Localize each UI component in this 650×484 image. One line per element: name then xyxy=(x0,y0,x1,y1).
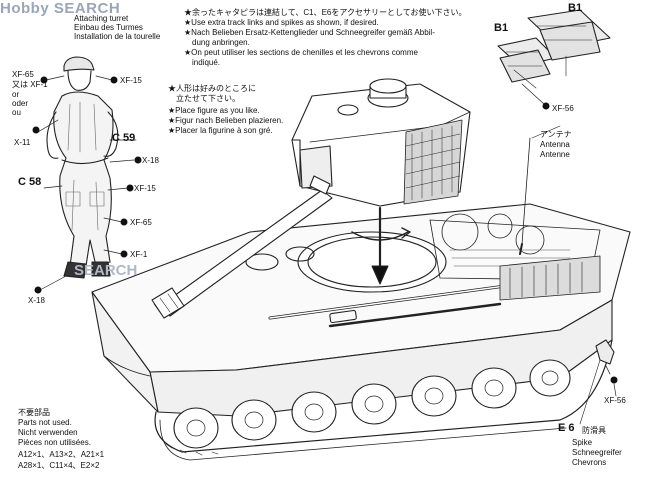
star-icon: ★ xyxy=(168,106,176,115)
b1-track-links xyxy=(497,9,611,105)
star-icon: ★ xyxy=(168,84,176,93)
part-e6: E 6 xyxy=(558,422,575,434)
antenna xyxy=(521,137,531,245)
unused-parts-line-1: A12×1、A13×2、A21×1 xyxy=(18,450,105,459)
antenna-label-jp: アンテナ xyxy=(540,130,572,139)
star-icon: ★ xyxy=(184,18,192,27)
antenna-label-en: Antenna xyxy=(540,140,570,149)
spike-label-en: Spike xyxy=(572,438,593,447)
turret-assembly xyxy=(291,78,471,207)
star-icon: ★ xyxy=(184,28,192,37)
paint-xf65-b: XF-65 xyxy=(130,218,152,227)
paint-xf65-top: XF-65 xyxy=(12,70,34,79)
unused-title-de: Nicht verwenden xyxy=(18,428,78,437)
unused-parts-line-2: A28×1、C11×4、E2×2 xyxy=(18,461,100,470)
turret-caption-en: Attaching turret xyxy=(74,14,129,23)
paint-xf1-top: 又は XF-1 xyxy=(12,80,48,89)
paint-xf56-b: XF-56 xyxy=(604,396,626,405)
star-icon: ★ xyxy=(168,116,176,125)
turret-caption-de: Einbau des Turmes xyxy=(74,23,143,32)
unused-title-en: Parts not used. xyxy=(18,418,72,427)
paint-or: or xyxy=(12,90,20,99)
paint-xf1-b: XF-1 xyxy=(130,250,148,259)
soldier-figure xyxy=(46,56,119,279)
paint-x18-b: X-18 xyxy=(28,296,45,305)
paint-x18-a: X-18 xyxy=(142,156,159,165)
star-icon: ★ xyxy=(168,126,176,135)
part-b1-b: B1 xyxy=(494,22,509,34)
paint-xf15-top: XF-15 xyxy=(120,76,142,85)
tracks-and-wheels xyxy=(154,339,613,461)
spike-label-de: Schneegreifer xyxy=(572,448,622,457)
paint-x11: X-11 xyxy=(14,138,31,147)
paint-xf15-b: XF-15 xyxy=(134,184,156,193)
part-b1-a: B1 xyxy=(568,2,583,14)
star-icon: ★ xyxy=(184,48,192,57)
part-c59: C 59 xyxy=(112,132,136,144)
antenna-label-de: Antenne xyxy=(540,150,570,159)
spike-label-fr: Chevrons xyxy=(572,458,607,467)
watermark-mid: SEARCH xyxy=(74,262,138,279)
spike-part xyxy=(595,339,615,375)
paint-ou: ou xyxy=(12,108,21,117)
paint-xf56-a: XF-56 xyxy=(552,104,574,113)
star-icon: ★ xyxy=(184,8,192,17)
spike-label-jp: 防滑具 xyxy=(582,426,606,435)
install-arrow xyxy=(351,206,411,285)
part-c58: C 58 xyxy=(18,176,42,188)
unused-title-jp: 不要部品 xyxy=(18,408,50,417)
unused-title-fr: Pièces non utilisées. xyxy=(18,438,91,447)
paint-oder: oder xyxy=(12,99,29,108)
watermark-top: Hobby SEARCH xyxy=(0,0,121,17)
gun-barrel xyxy=(151,189,333,319)
turret-caption-fr: Installation de la tourelle xyxy=(74,32,161,41)
tank-hull xyxy=(91,203,631,417)
